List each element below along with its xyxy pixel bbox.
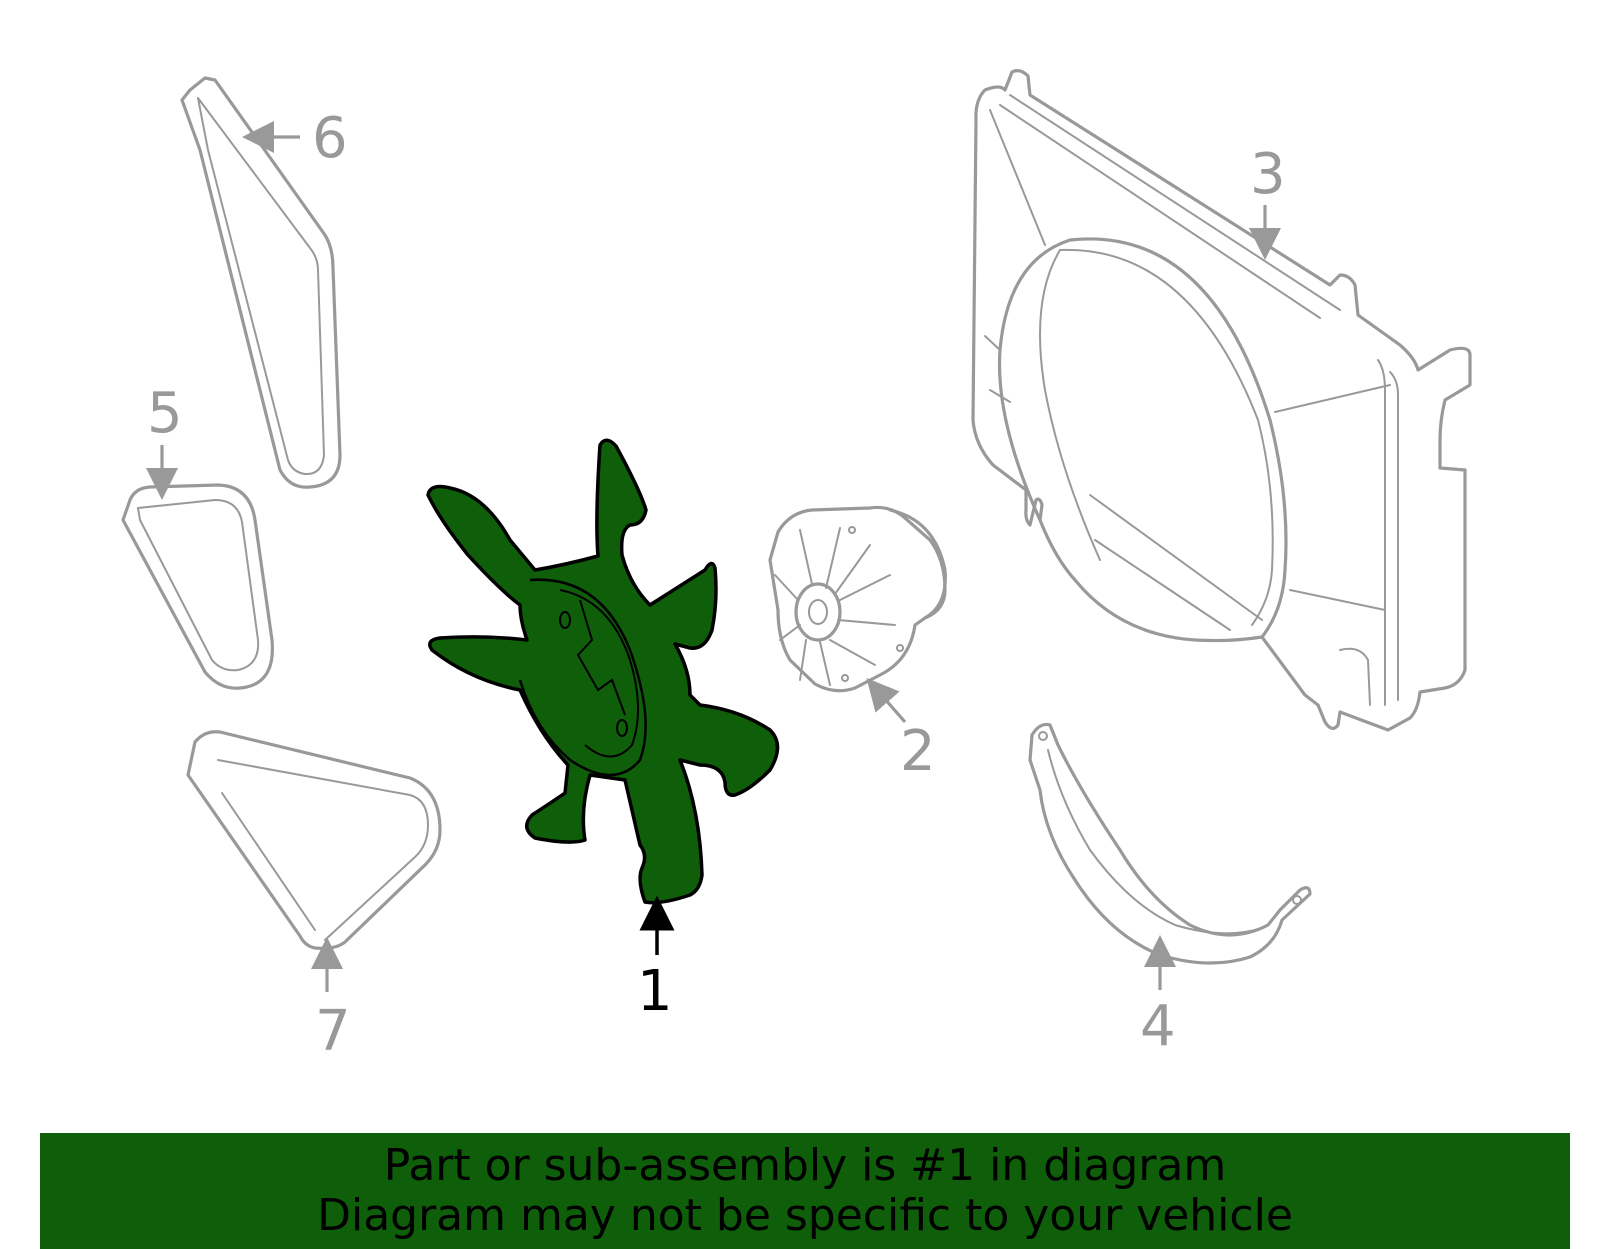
callout-2: 2 — [900, 719, 936, 784]
part-7-lower-seal — [186, 730, 442, 950]
parts-diagram: 1 2 3 4 5 6 7 — [121, 69, 1472, 1064]
part-5-middle-seal — [121, 483, 274, 690]
part-6-upper-seal — [180, 76, 342, 489]
part-2-fan-clutch — [768, 505, 947, 693]
callout-7: 7 — [315, 999, 351, 1064]
part-1-fan-blade — [426, 438, 780, 905]
callout-arrows — [146, 121, 1281, 992]
callout-5: 5 — [147, 381, 183, 446]
callout-6: 6 — [312, 106, 348, 171]
callout-1: 1 — [637, 959, 673, 1024]
banner-line-1: Part or sub-assembly is #1 in diagram — [383, 1140, 1227, 1191]
part-3-fan-shroud — [971, 69, 1472, 732]
banner-line-2: Diagram may not be specific to your vehi… — [317, 1190, 1293, 1241]
part-4-lower-strap — [1028, 722, 1312, 965]
callout-4: 4 — [1140, 994, 1176, 1059]
callout-3: 3 — [1250, 142, 1286, 207]
info-banner: Part or sub-assembly is #1 in diagram Di… — [40, 1133, 1570, 1249]
